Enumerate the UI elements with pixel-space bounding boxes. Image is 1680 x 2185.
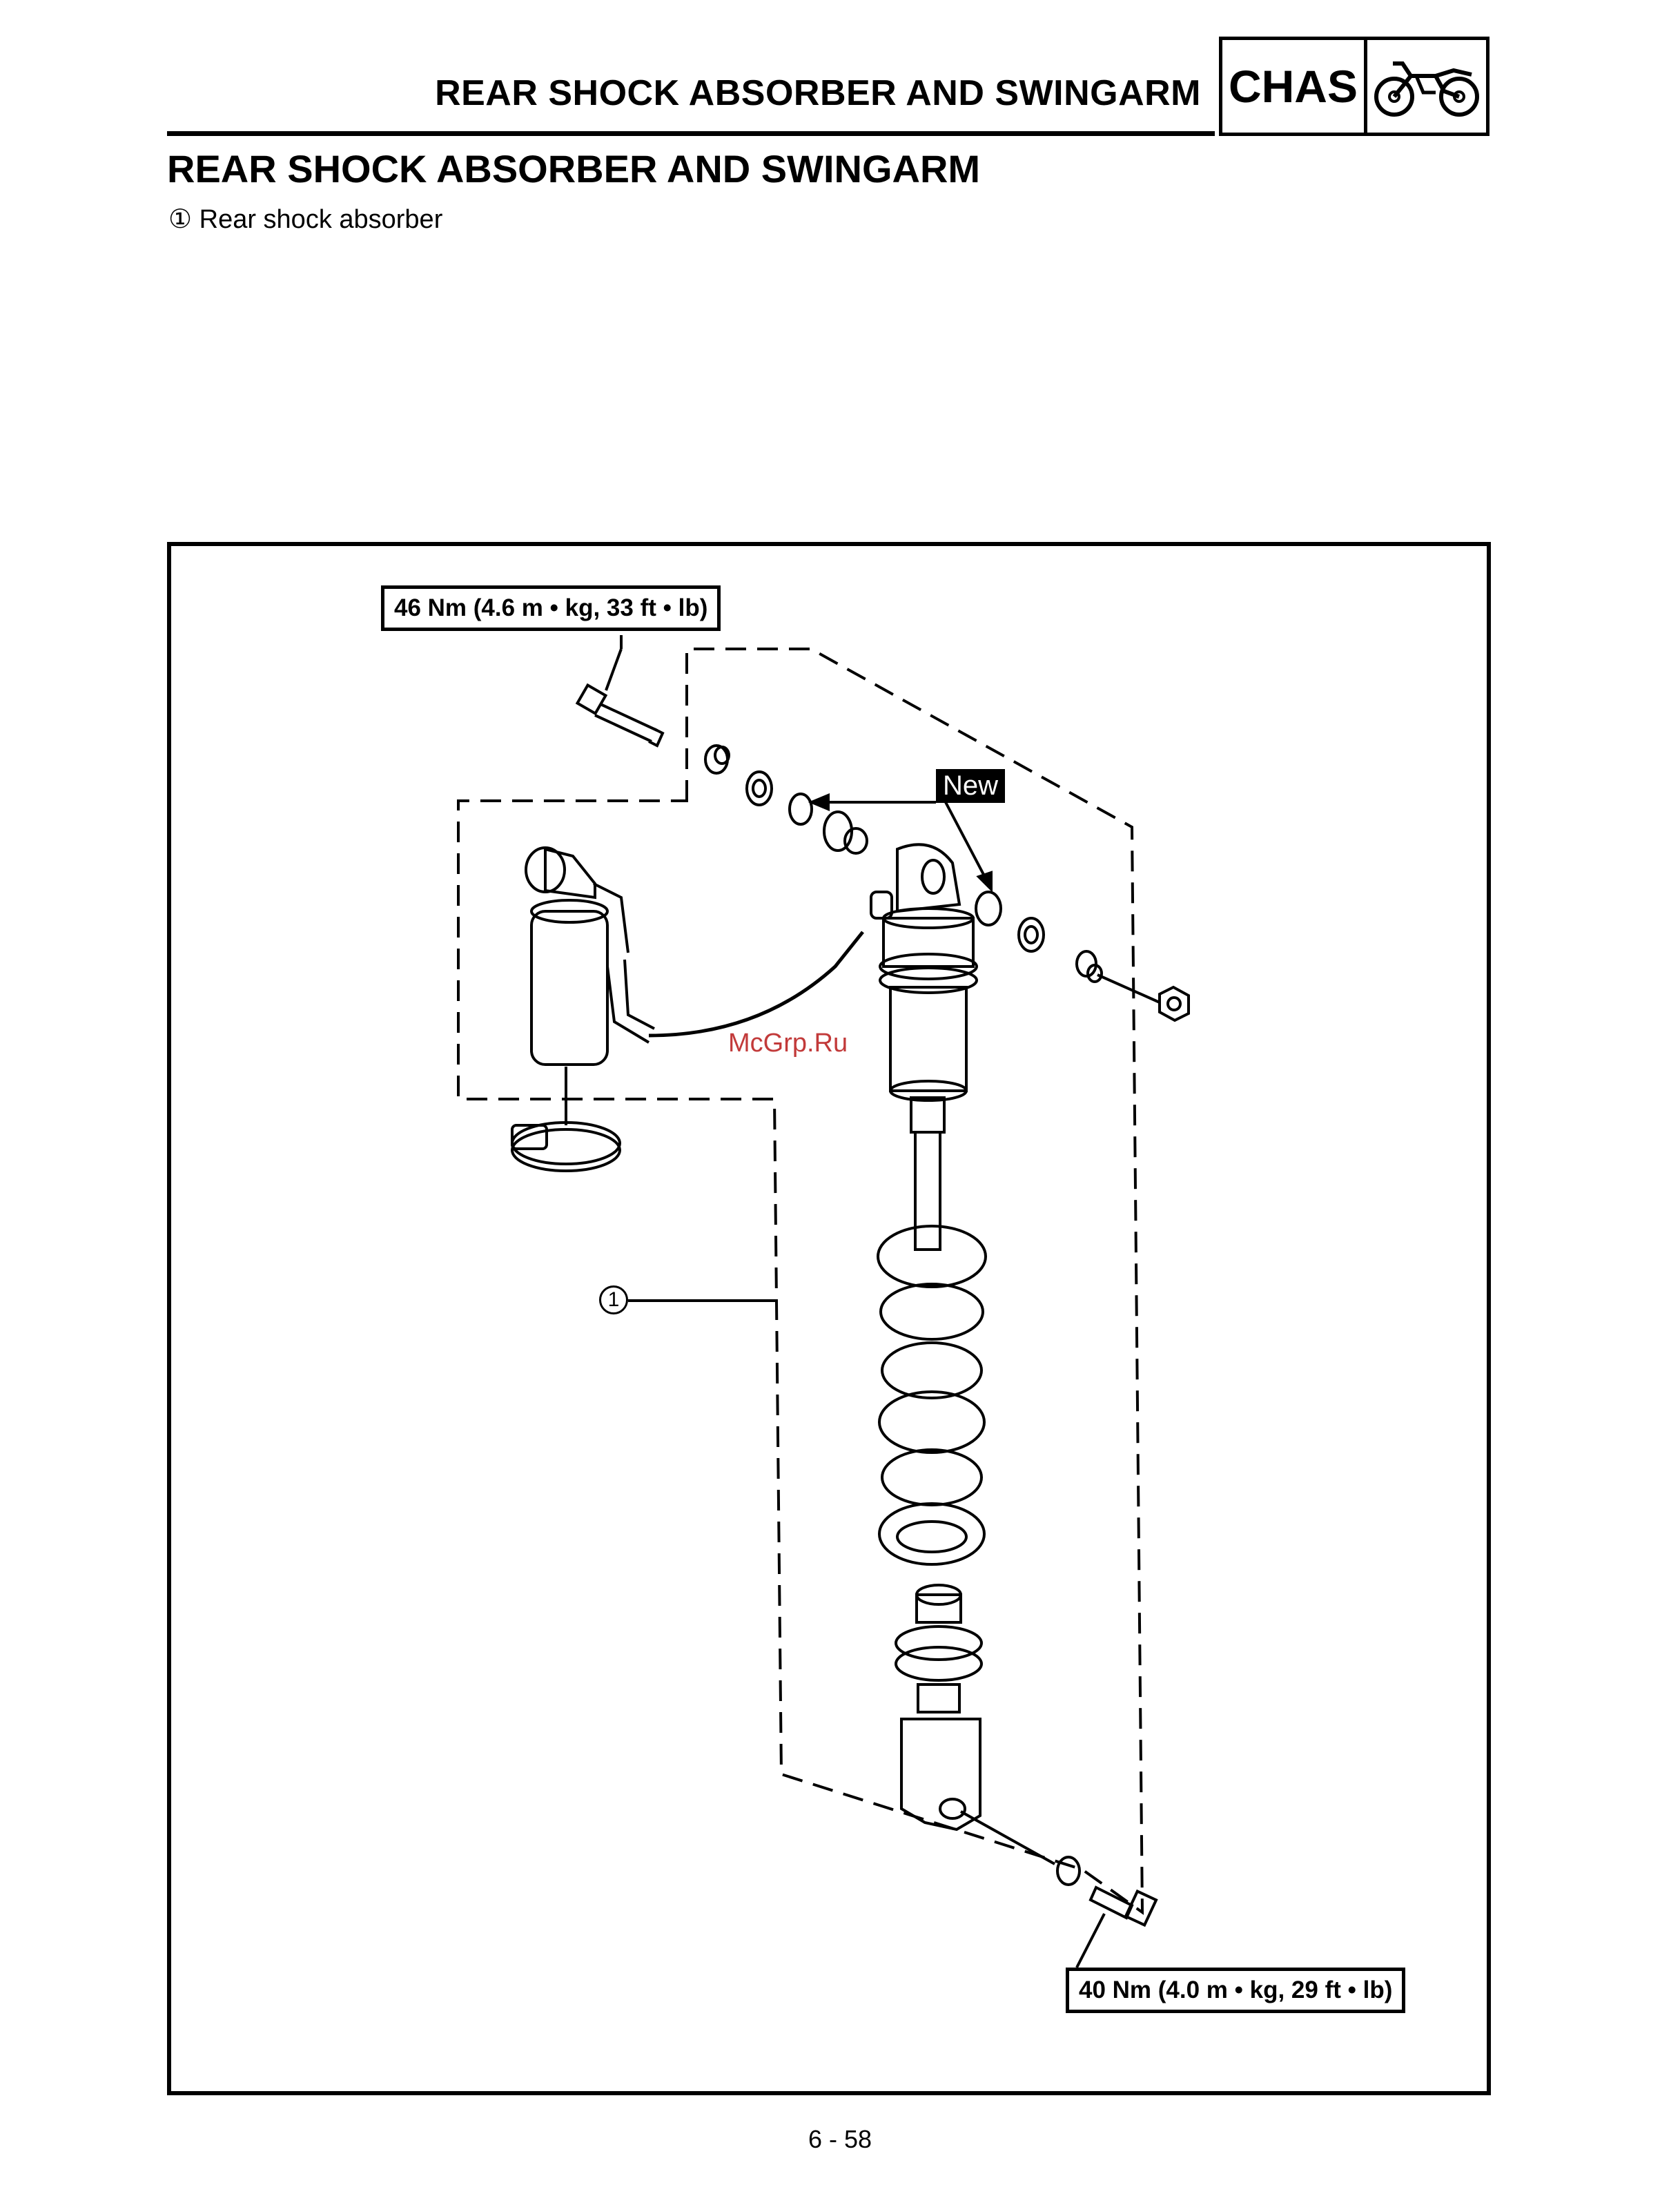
reservoir-hose (649, 932, 863, 1036)
torque-spec-lower: 40 Nm (4.0 m • kg, 29 ft • lb) (1066, 1968, 1405, 2013)
lower-clevis (901, 1719, 980, 1829)
top-bolt (578, 686, 663, 746)
washer-lower (1057, 1857, 1080, 1885)
o-ring-upper-left (790, 794, 812, 824)
washer-upper-left (747, 772, 772, 805)
part-callout-1: 1 (599, 1285, 628, 1314)
new-leader-right (946, 802, 988, 884)
washer-upper-right (1019, 918, 1044, 951)
collar-bushing (705, 746, 729, 773)
collar-left (824, 812, 867, 853)
page-number: 6 - 58 (0, 2125, 1680, 2154)
nut-upper (1160, 987, 1189, 1020)
watermark: McGrp.Ru (728, 1029, 848, 1058)
hose-clamp (512, 1123, 620, 1171)
shock-body (871, 844, 977, 1250)
bump-stop (896, 1585, 981, 1712)
spring-seat (879, 1504, 984, 1564)
new-arrow-right (979, 873, 991, 889)
new-part-badge: New (936, 769, 1005, 803)
reservoir-tank (526, 848, 654, 1065)
torque-spec-upper: 46 Nm (4.6 m • kg, 33 ft • lb) (381, 585, 721, 631)
collar-right (1077, 951, 1102, 982)
coil-spring (878, 1226, 986, 1505)
new-arrow-left (812, 795, 828, 809)
assembly-dashed-outline (458, 649, 1142, 1912)
o-ring-upper-right (976, 892, 1001, 925)
